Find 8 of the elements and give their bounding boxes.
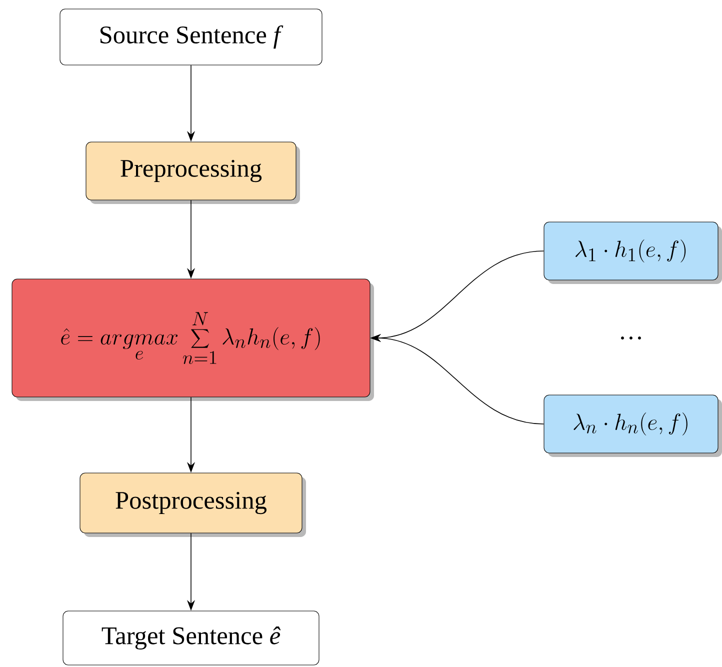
- feature-box: $\lambda_1 \cdot h_1(e,f)$: [544, 222, 722, 284]
- ellipsis-label: …: [621, 336, 641, 340]
- sentence-box: Source Sentence f: [60, 8, 322, 66]
- process-box: Preprocessing: [86, 142, 300, 204]
- model-box: $\hat{e} = \mathop{argmax}\limits_{e} \sum_{n=1}^{N} \lambda_n h_n(e,f)$: [12, 278, 374, 401]
- feature-box: $\lambda_n \cdot h_n(e,f)$: [544, 394, 722, 457]
- sentence-box: Target Sentence ê: [62, 610, 320, 666]
- process-box: Postprocessing: [80, 472, 306, 537]
